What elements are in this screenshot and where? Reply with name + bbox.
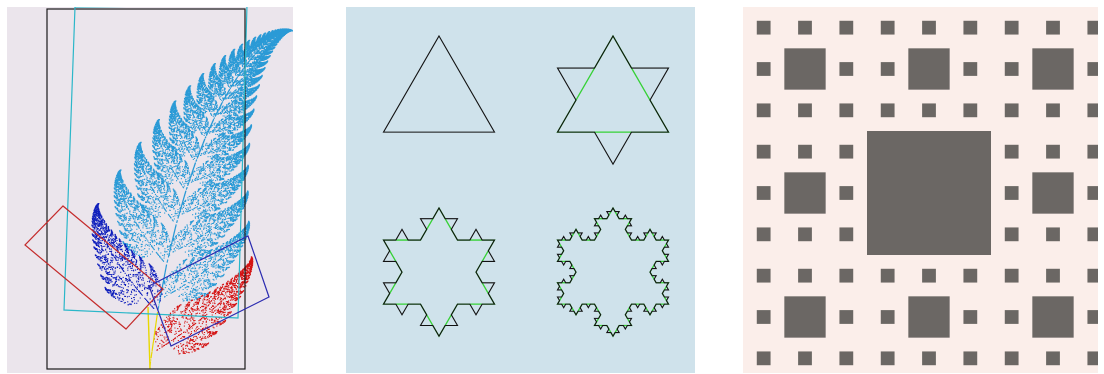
carpet-hole — [1046, 21, 1060, 35]
carpet-hole — [963, 103, 977, 117]
carpet-hole — [881, 269, 895, 283]
carpet-hole — [1032, 296, 1073, 337]
carpet-hole — [839, 186, 853, 200]
carpet-hole — [963, 310, 977, 324]
carpet-hole — [839, 310, 853, 324]
carpet-hole — [798, 145, 812, 159]
koch-snowflake-diagram — [346, 7, 695, 373]
carpet-hole — [1087, 62, 1098, 76]
koch-background — [346, 7, 695, 373]
carpet-hole — [881, 21, 895, 35]
carpet-hole — [839, 145, 853, 159]
carpet-hole — [922, 103, 936, 117]
carpet-hole — [867, 131, 991, 255]
carpet-hole — [757, 351, 771, 365]
carpet-hole — [1005, 227, 1019, 241]
carpet-hole — [1087, 227, 1098, 241]
carpet-hole — [839, 62, 853, 76]
carpet-hole — [757, 103, 771, 117]
carpet-hole — [1087, 269, 1098, 283]
carpet-hole — [922, 21, 936, 35]
carpet-hole — [963, 21, 977, 35]
carpet-hole — [1005, 145, 1019, 159]
carpet-hole — [839, 21, 853, 35]
carpet-hole — [1005, 269, 1019, 283]
carpet-hole — [1087, 21, 1098, 35]
carpet-hole — [1087, 310, 1098, 324]
carpet-hole — [784, 172, 825, 213]
carpet-hole — [1087, 351, 1098, 365]
carpet-hole — [757, 269, 771, 283]
carpet-hole — [798, 269, 812, 283]
carpet-hole — [1005, 351, 1019, 365]
carpet-hole — [1087, 103, 1098, 117]
barnsley-fern-diagram — [7, 7, 293, 373]
carpet-hole — [757, 145, 771, 159]
carpet-hole — [963, 269, 977, 283]
carpet-hole — [1046, 227, 1060, 241]
carpet-hole — [963, 62, 977, 76]
carpet-hole — [839, 351, 853, 365]
carpet-hole — [798, 21, 812, 35]
carpet-hole — [881, 103, 895, 117]
carpet-hole — [757, 310, 771, 324]
carpet-hole — [963, 351, 977, 365]
carpet-hole — [908, 296, 949, 337]
carpet-hole — [1005, 103, 1019, 117]
carpet-hole — [922, 269, 936, 283]
carpet-hole — [757, 227, 771, 241]
carpet-hole — [1005, 62, 1019, 76]
carpet-hole — [798, 351, 812, 365]
carpet-hole — [1087, 186, 1098, 200]
barnsley-fern-panel — [7, 7, 293, 373]
carpet-hole — [1087, 145, 1098, 159]
carpet-hole — [1032, 48, 1073, 89]
carpet-hole — [784, 48, 825, 89]
sierpinski-carpet-panel — [743, 7, 1098, 373]
carpet-hole — [1046, 103, 1060, 117]
carpet-hole — [1046, 145, 1060, 159]
carpet-hole — [839, 227, 853, 241]
carpet-holes — [757, 21, 1098, 365]
carpet-hole — [798, 227, 812, 241]
carpet-hole — [922, 351, 936, 365]
carpet-hole — [1005, 186, 1019, 200]
carpet-hole — [839, 269, 853, 283]
carpet-hole — [1032, 172, 1073, 213]
carpet-hole — [881, 310, 895, 324]
carpet-hole — [757, 62, 771, 76]
carpet-hole — [1046, 351, 1060, 365]
carpet-hole — [757, 21, 771, 35]
sierpinski-carpet-diagram — [743, 7, 1098, 373]
carpet-hole — [1046, 269, 1060, 283]
carpet-hole — [881, 351, 895, 365]
carpet-hole — [908, 48, 949, 89]
carpet-hole — [784, 296, 825, 337]
carpet-hole — [798, 103, 812, 117]
carpet-hole — [1005, 21, 1019, 35]
koch-snowflake-panel — [346, 7, 695, 373]
carpet-hole — [1005, 310, 1019, 324]
carpet-hole — [757, 186, 771, 200]
carpet-hole — [839, 103, 853, 117]
carpet-hole — [881, 62, 895, 76]
